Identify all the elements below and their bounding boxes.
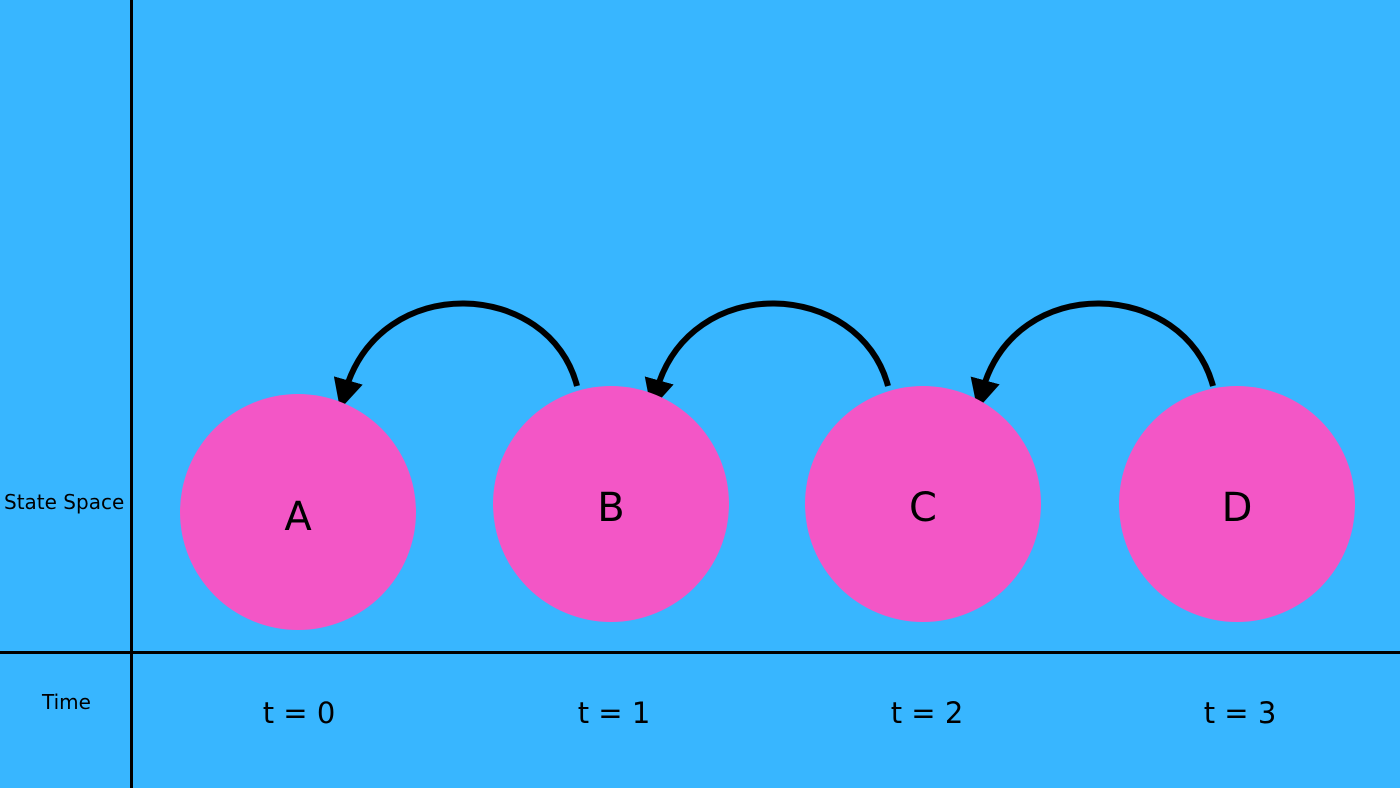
transition-arrow-d-to-c <box>970 300 1216 410</box>
state-node-b-circle <box>493 386 729 622</box>
transition-arrow-b-to-a <box>333 300 580 410</box>
horizontal-axis-line <box>0 651 1400 654</box>
vertical-axis-line <box>130 0 133 788</box>
time-step-label-2: t = 2 <box>890 696 964 730</box>
time-step-label-0: t = 0 <box>262 696 336 730</box>
transition-arrow-c-to-b <box>644 300 891 410</box>
state-node-c: C <box>805 386 1041 622</box>
state-node-a: A <box>180 394 416 630</box>
time-step-label-3: t = 3 <box>1203 696 1277 730</box>
state-node-d-label: D <box>1222 485 1253 531</box>
state-node-c-circle <box>805 386 1041 622</box>
state-node-b-label: B <box>597 485 624 531</box>
state-node-c-label: C <box>909 485 937 531</box>
state-node-b: B <box>493 386 729 622</box>
state-node-a-circle <box>180 394 416 630</box>
state-node-a-label: A <box>284 494 312 540</box>
time-step-label-1: t = 1 <box>577 696 651 730</box>
state-node-d: D <box>1119 386 1355 622</box>
state-node-d-circle <box>1119 386 1355 622</box>
state-space-label: State Space <box>4 490 125 514</box>
time-label: Time <box>42 690 91 714</box>
